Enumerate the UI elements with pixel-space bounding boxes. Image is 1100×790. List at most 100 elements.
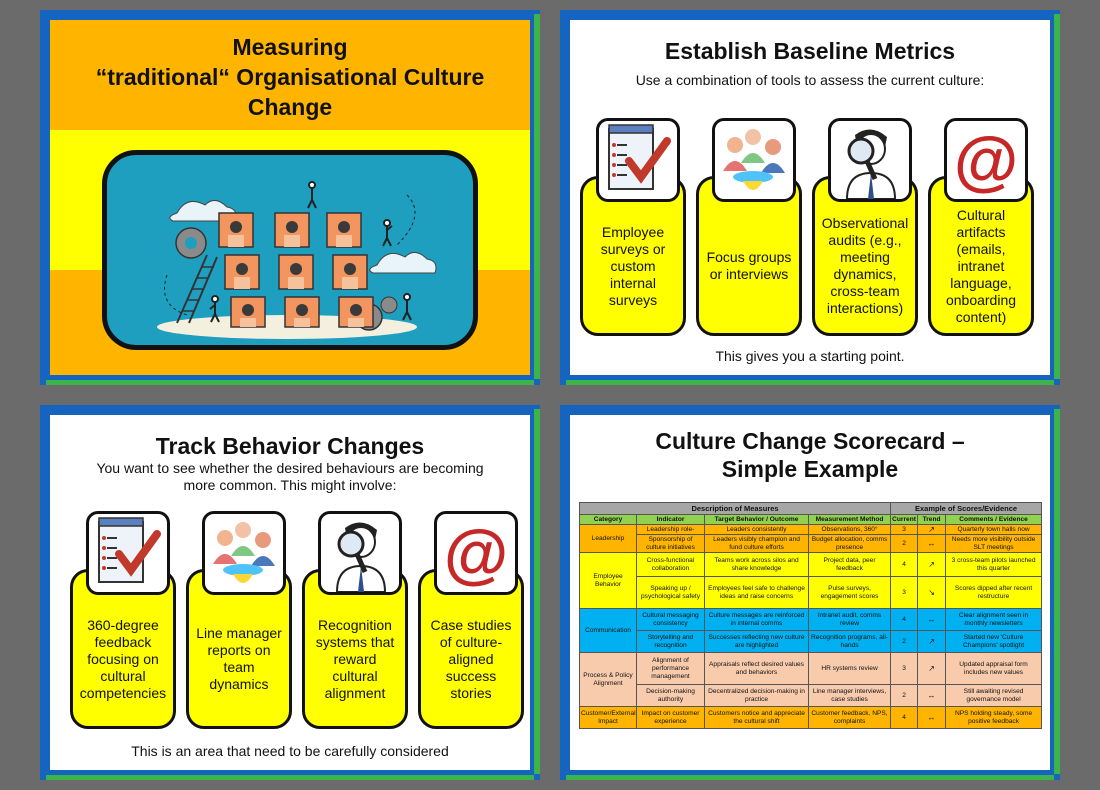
target-cell: Teams work across silos and share knowle… — [704, 552, 809, 577]
method-cell: Customer feedback, NPS, complaints — [807, 706, 892, 729]
current-score-cell: 3 — [890, 576, 919, 609]
table-row: Employee Behavior Cross-functional colla… — [579, 552, 1043, 609]
slide-canvas: Measuring “traditional“ Organisational C… — [50, 20, 530, 375]
slide-heading: Track Behavior Changes — [155, 433, 425, 459]
trend-cell: ↔ — [917, 608, 947, 631]
indicator-cell: Alignment of performance management — [636, 652, 705, 685]
target-cell: Appraisals reflect desired values and be… — [704, 652, 809, 685]
title-line: Culture Change Scorecard – — [655, 428, 965, 454]
table-row: Decision-making authority Decentralized … — [580, 684, 1043, 707]
comments-cell: NPS holding steady, some positive feedba… — [945, 706, 1043, 729]
current-score-cell: 2 — [890, 534, 919, 553]
category-cell: Customer/External Impact — [579, 706, 637, 729]
slide-border-accent — [566, 380, 1054, 385]
trend-cell: ↗ — [917, 630, 947, 653]
slide-border-accent — [1054, 409, 1060, 774]
card-label: Line manager reports on team dynamics — [186, 569, 292, 729]
indicator-cell: Sponsorship of culture initiatives — [636, 534, 705, 553]
slide-track-behavior[interactable]: Track Behavior Changes You want to see w… — [40, 405, 540, 780]
table-row: Customer/External Impact Impact on custo… — [579, 706, 1043, 729]
table-row: Communication Cultural messaging consist… — [579, 608, 1043, 653]
category-cell: Employee Behavior — [579, 552, 637, 609]
slide-title[interactable]: Measuring “traditional“ Organisational C… — [40, 10, 540, 385]
indicator-cell: Cultural messaging consistency — [636, 608, 705, 631]
slide-scorecard[interactable]: Culture Change Scorecard – Simple Exampl… — [560, 405, 1060, 780]
current-score-cell: 2 — [890, 684, 919, 707]
scorecard-table: Description of Measures Example of Score… — [578, 502, 1043, 729]
slide-heading: Culture Change Scorecard – Simple Exampl… — [570, 427, 1050, 483]
table-row: Storytelling and recognition Successes r… — [580, 630, 1043, 653]
target-cell: Successes reflecting new culture are hig… — [704, 630, 809, 653]
column-header: Current — [890, 514, 919, 525]
method-cell: Budget allocation, comms presence — [807, 534, 892, 553]
title-line: “traditional“ Organisational Culture — [95, 64, 485, 90]
trend-cell: ↔ — [917, 684, 947, 707]
background-band — [50, 20, 530, 130]
table-row: Speaking up / psychological safety Emplo… — [580, 576, 1043, 609]
target-cell: Employees feel safe to challenge ideas a… — [704, 576, 809, 609]
slide-border-accent — [46, 775, 534, 780]
focus-group-people-icon — [202, 511, 286, 595]
group-header: Description of Measures — [578, 502, 892, 515]
category-cell: Process & Policy Alignment — [579, 652, 637, 707]
method-cell: Observations, 360° — [807, 524, 892, 535]
survey-checklist-icon — [596, 118, 680, 202]
target-cell: Decentralized decision-making in practic… — [704, 684, 809, 707]
comments-cell: Still awaiting revised governance model — [945, 684, 1043, 707]
current-score-cell: 4 — [890, 552, 919, 577]
trend-cell: ↔ — [917, 534, 947, 553]
slide-footer: This is an area that need to be carefull… — [131, 743, 449, 759]
comments-cell: Scores dipped after recent restructure — [945, 576, 1043, 609]
indicator-cell: Speaking up / psychological safety — [636, 576, 705, 609]
card-label: 360-degree feedback focusing on cultural… — [70, 569, 176, 729]
comments-cell: Quarterly town halls now — [945, 524, 1043, 535]
slide-footer: This gives you a starting point. — [715, 348, 905, 364]
indicator-cell: Impact on customer experience — [636, 706, 705, 729]
target-cell: Culture messages are reinforced in inter… — [704, 608, 809, 631]
method-cell: HR systems review — [807, 652, 892, 685]
method-cell: Line manager interviews, case studies — [807, 684, 892, 707]
comments-cell: Clear alignment seen in monthly newslett… — [945, 608, 1043, 631]
slide-subtitle: You want to see whether the desired beha… — [96, 460, 484, 493]
card-label: Cultural artifacts (emails, intranet lan… — [928, 176, 1034, 336]
slide-heading: Measuring “traditional“ Organisational C… — [50, 32, 530, 122]
category-cell: Communication — [579, 608, 637, 653]
current-score-cell: 2 — [890, 630, 919, 653]
method-cell: Pulse surveys, engagement scores — [807, 576, 892, 609]
slide-canvas: Establish Baseline Metrics Use a combina… — [570, 20, 1050, 375]
column-header: Trend — [917, 514, 947, 525]
column-header: Measurement Method — [807, 514, 892, 525]
slide-baseline-metrics[interactable]: Establish Baseline Metrics Use a combina… — [560, 10, 1060, 385]
slide-border-accent — [534, 409, 540, 774]
column-header: Comments / Evidence — [945, 514, 1043, 525]
column-header: Category — [579, 514, 637, 525]
method-cell: Recognition programs, all-hands — [807, 630, 892, 653]
card-label: Focus groups or interviews — [696, 176, 802, 336]
trend-cell: ↗ — [917, 552, 947, 577]
indicator-cell: Cross-functional collaboration — [636, 552, 705, 577]
current-score-cell: 3 — [890, 524, 919, 535]
trend-cell: ↔ — [917, 706, 947, 729]
team-culture-illustration — [102, 150, 478, 350]
slide-border-accent — [46, 380, 534, 385]
table-row: Process & Policy Alignment Alignment of … — [579, 652, 1043, 707]
survey-checklist-icon — [86, 511, 170, 595]
method-cell: Intranet audit, comms review — [807, 608, 892, 631]
indicator-cell: Decision-making authority — [636, 684, 705, 707]
column-header: Target Behavior / Outcome — [704, 514, 809, 525]
slide-border-accent — [534, 14, 540, 379]
at-sign-icon: @ — [434, 511, 518, 595]
title-line: Change — [247, 94, 333, 120]
title-line: Simple Example — [721, 456, 899, 482]
title-line: Measuring — [232, 34, 348, 60]
slide-heading: Establish Baseline Metrics — [664, 38, 956, 64]
target-cell: Customers notice and appreciate the cult… — [704, 706, 809, 729]
column-header: Indicator — [636, 514, 705, 525]
card-label: Observational audits (e.g., meeting dyna… — [812, 176, 918, 336]
indicator-cell: Storytelling and recognition — [636, 630, 705, 653]
current-score-cell: 4 — [890, 608, 919, 631]
magnifying-glass-observer-icon — [318, 511, 402, 595]
trend-cell: ↘ — [917, 576, 947, 609]
comments-cell: Needs more visibility outside SLT meetin… — [945, 534, 1043, 553]
magnifying-glass-observer-icon — [828, 118, 912, 202]
